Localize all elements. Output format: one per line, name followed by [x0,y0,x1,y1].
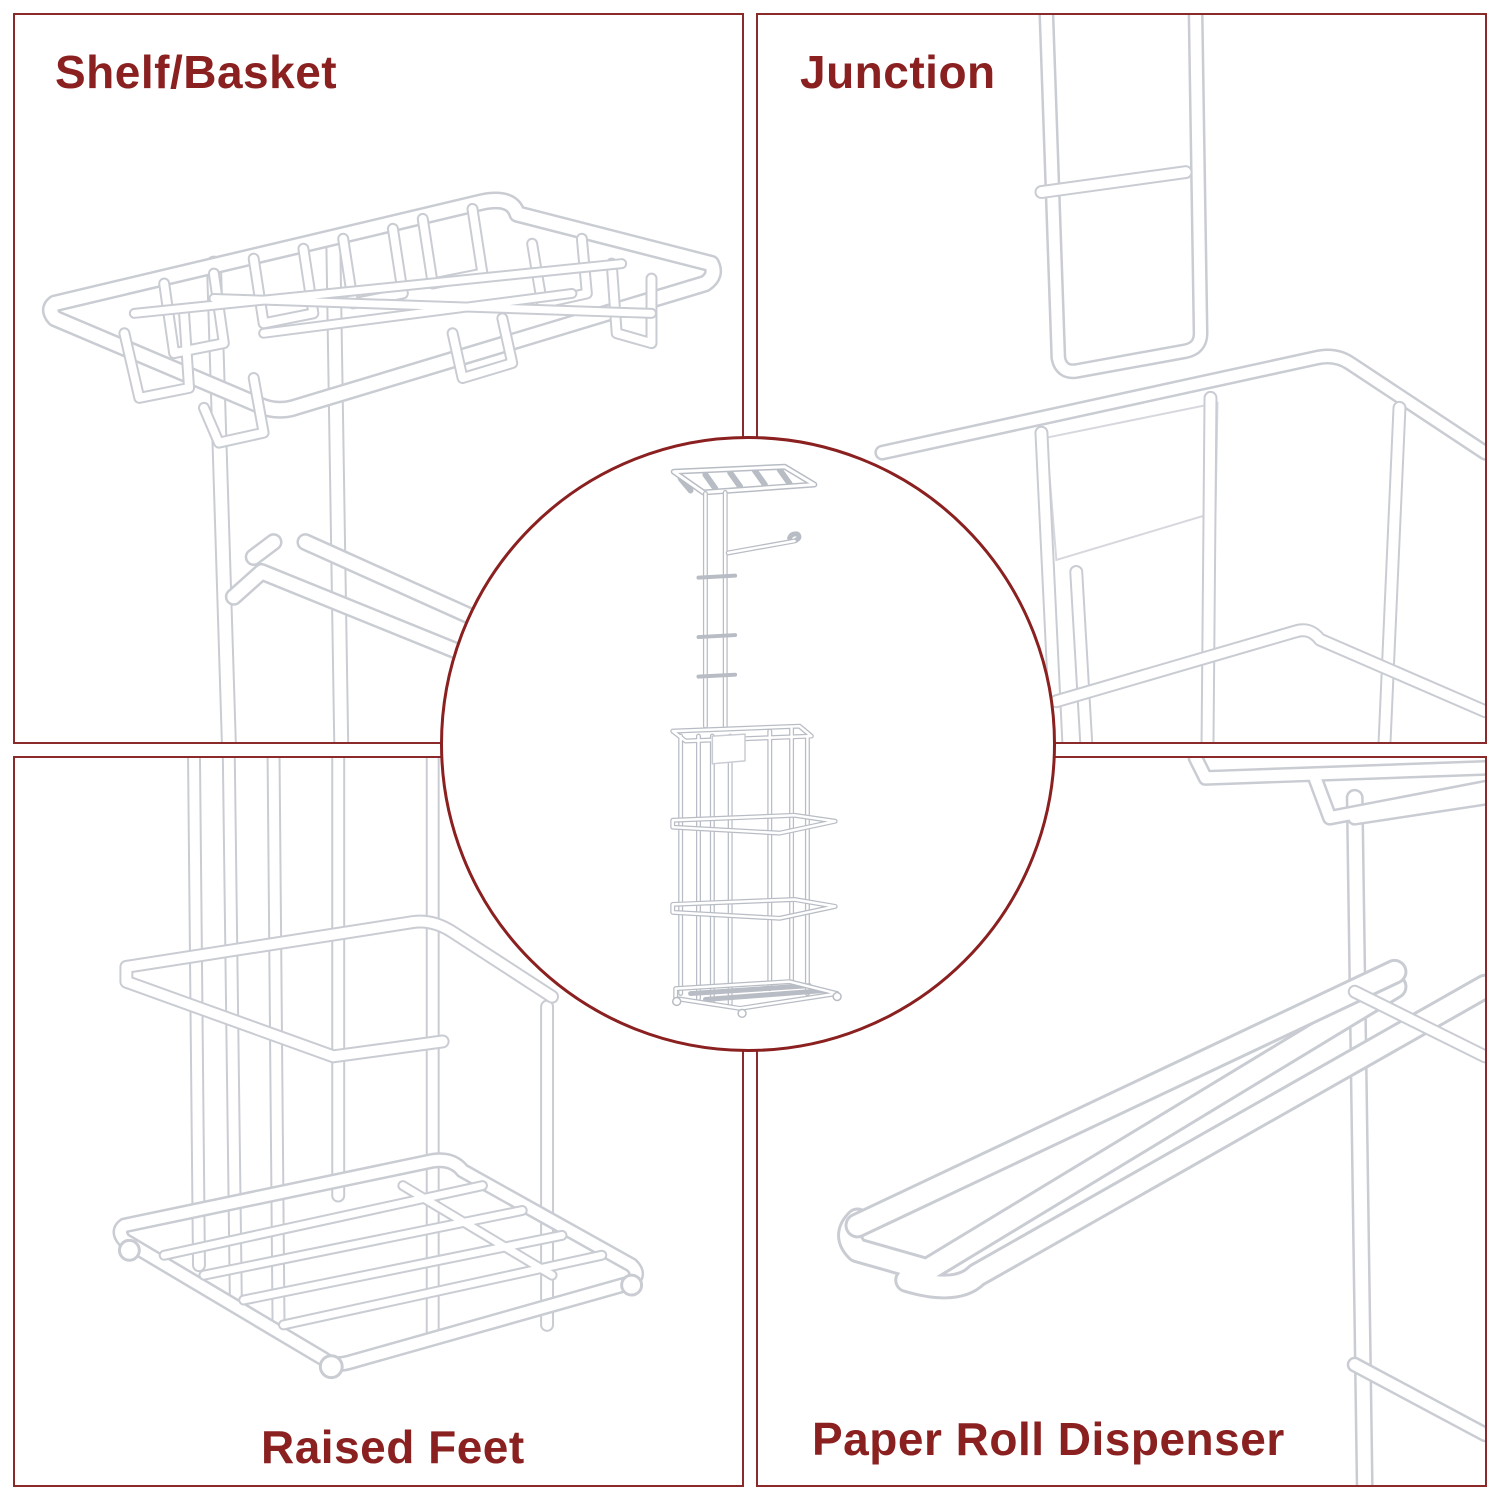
panel-shelf-basket: Shelf/Basket [13,13,744,744]
foot-ball-icon [620,1273,644,1297]
product-overview-circle [440,436,1056,1052]
panel-label: Paper Roll Dispenser [812,1413,1285,1465]
product-overview-image [670,463,842,1019]
foot-ball-icon [318,1354,344,1380]
raised-feet-image [112,758,645,1380]
junction-image [874,15,1485,742]
panel-label: Junction [800,46,996,98]
panel-label: Raised Feet [261,1421,525,1473]
paper-roll-dispenser-image [837,758,1485,1485]
panel-label: Shelf/Basket [55,46,338,98]
foot-ball-icon [737,1008,747,1019]
foot-ball-icon [117,1238,141,1262]
foot-ball-icon [832,991,842,1002]
shelf-basket-image [41,191,723,742]
foot-ball-icon [671,996,682,1007]
